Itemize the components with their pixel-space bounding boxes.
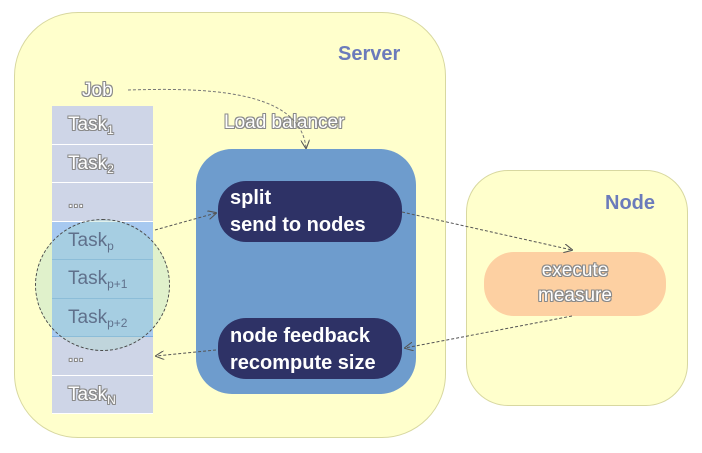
execute-line2: measure bbox=[538, 285, 612, 306]
execute-box: execute measure bbox=[484, 252, 666, 316]
task-subscript: N bbox=[107, 392, 116, 407]
feedback-to-tasks-arrow bbox=[156, 349, 217, 356]
task-item: TaskN bbox=[52, 375, 153, 414]
task-selection-oval bbox=[35, 219, 170, 351]
feedback-line1: node feedback bbox=[230, 325, 371, 347]
execute-to-feedback-arrow bbox=[405, 315, 573, 348]
task-subscript: 2 bbox=[107, 161, 114, 176]
execute-line1: execute bbox=[541, 260, 609, 281]
tasks-to-split-arrow bbox=[154, 213, 216, 231]
task-name: Task bbox=[68, 114, 108, 135]
server-title: Server bbox=[338, 43, 401, 65]
task-item: Task2 bbox=[52, 144, 153, 183]
job-label: Job bbox=[82, 80, 113, 101]
task-name: ... bbox=[68, 191, 84, 212]
task-name: Task bbox=[68, 152, 108, 174]
task-subscript: 1 bbox=[107, 123, 114, 137]
node-title: Node bbox=[605, 192, 655, 214]
task-item: Task1 bbox=[52, 106, 153, 145]
task-item-ellipsis: ... bbox=[52, 183, 153, 222]
feedback-line2: recompute size bbox=[230, 352, 376, 374]
task-name: Task bbox=[68, 383, 108, 405]
task-name: ... bbox=[68, 345, 84, 366]
split-line2: send to nodes bbox=[230, 214, 366, 236]
split-box: split send to nodes bbox=[218, 181, 402, 242]
job-to-load-balancer-arrow bbox=[127, 88, 306, 148]
split-to-execute-arrow bbox=[401, 211, 572, 250]
load-balancer-label: Load balancer bbox=[224, 112, 345, 133]
feedback-box: node feedback recompute size bbox=[218, 318, 402, 379]
split-line1: split bbox=[230, 187, 272, 209]
